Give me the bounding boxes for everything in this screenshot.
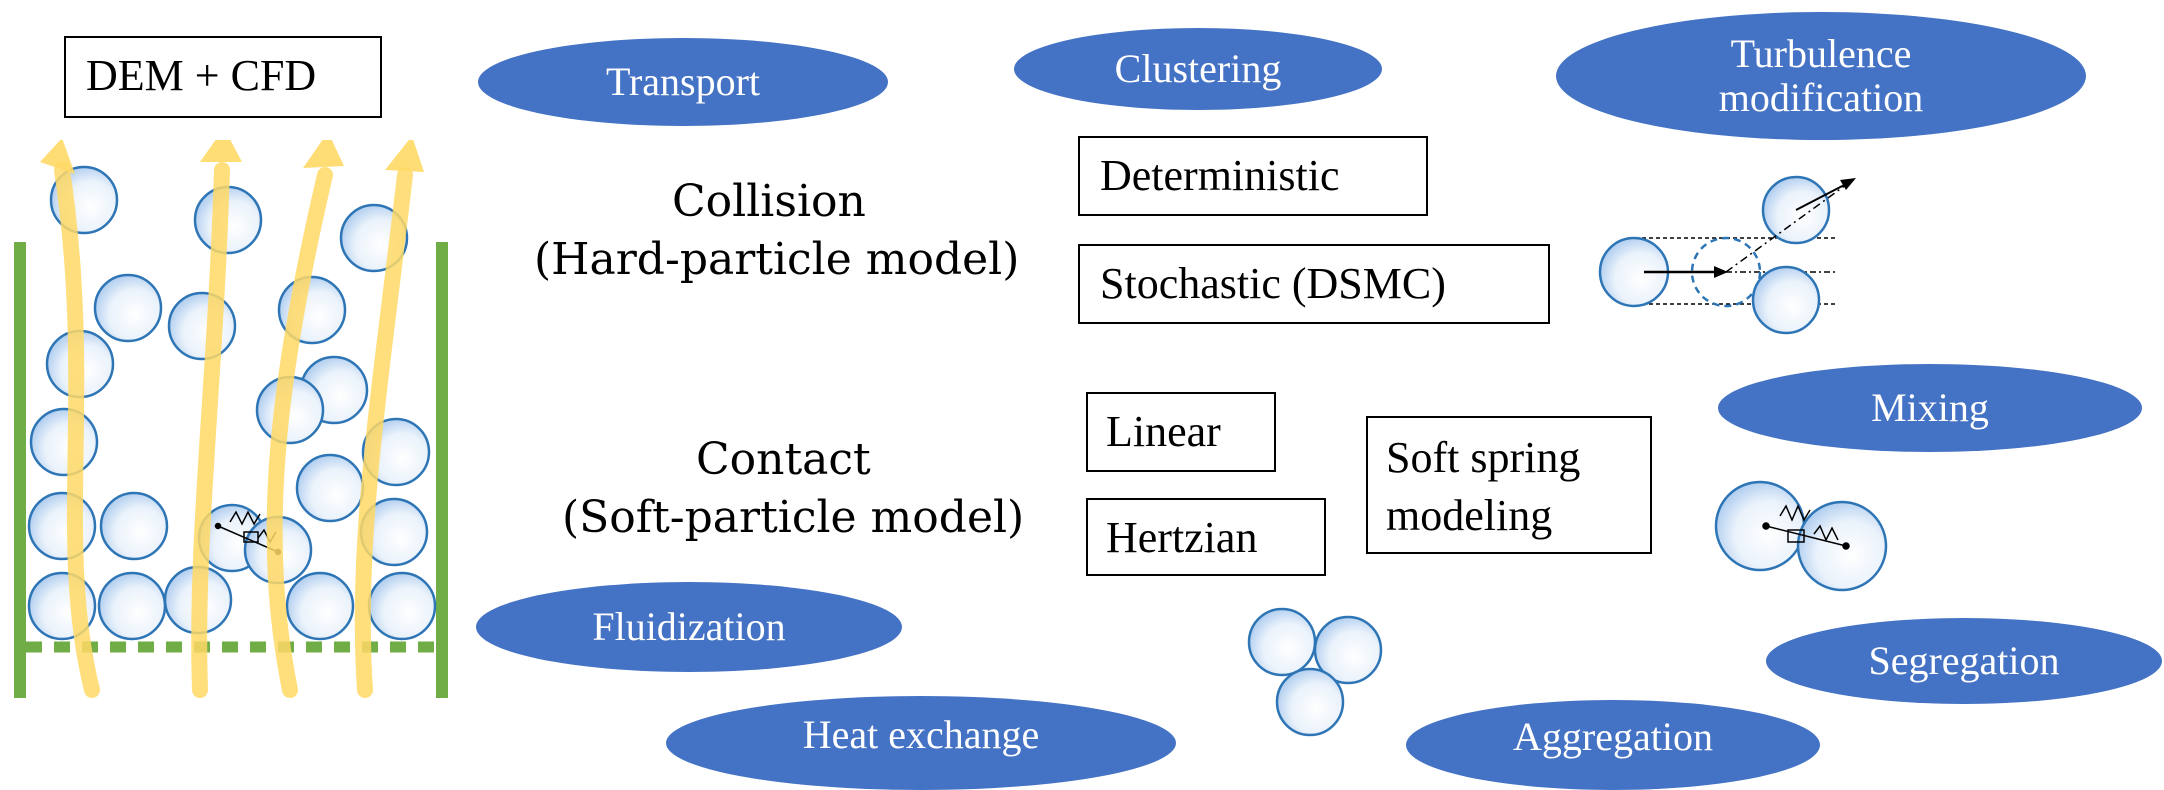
heat-exchange-label: Heat exchange [802, 712, 1040, 757]
segregation-label: Segregation [1868, 638, 2060, 683]
gas-flow-arrows [54, 162, 413, 698]
flow-arrow [54, 162, 100, 698]
aggregation-label: Aggregation [1513, 714, 1713, 759]
bed-particle [367, 571, 437, 641]
fluidization-label: Fluidization [592, 604, 786, 649]
collision-subtitle: (Hard-particle model) [534, 234, 1020, 285]
deterministic-label: Deterministic [1100, 151, 1340, 200]
aggregate-particle [1313, 615, 1383, 685]
collision-title: Collision [672, 176, 866, 227]
dem-cfd-label-box: DEM + CFD [64, 36, 382, 118]
clustering-label: Clustering [1114, 46, 1282, 91]
target-particle-lower [1751, 265, 1821, 335]
linear-label: Linear [1106, 407, 1221, 456]
flow-arrow [266, 167, 333, 698]
soft-spring-label-line2: modeling [1386, 491, 1553, 540]
hertzian-label: Hertzian [1106, 513, 1258, 562]
hertzian-box: Hertzian [1086, 498, 1326, 576]
flow-arrowheads [40, 140, 424, 174]
flow-arrowhead [200, 140, 242, 162]
spring-contact-schematic [1714, 480, 1888, 592]
heat-exchange-oval: Heat exchange [666, 696, 1176, 790]
flow-arrowhead [303, 140, 344, 168]
turbulence-label-line2: modification [1718, 75, 1924, 120]
flow-arrowhead [40, 140, 75, 174]
aggregate-cluster [1247, 607, 1383, 737]
flow-arrow [191, 162, 230, 698]
linear-box: Linear [1086, 392, 1276, 472]
collision-schematic [1598, 175, 1856, 335]
rebound-arrowhead [1840, 178, 1856, 190]
left-wall [14, 242, 26, 698]
transport-oval: Transport [478, 38, 888, 126]
stochastic-label: Stochastic (DSMC) [1100, 259, 1446, 308]
soft-spring-modeling-box: Soft spring modeling [1366, 416, 1652, 554]
turbulence-modification-oval: Turbulence modification [1556, 12, 2086, 140]
contact-subtitle: (Soft-particle model) [562, 492, 1025, 543]
turbulence-label-line1: Turbulence [1730, 31, 1912, 76]
fluidized-bed-illustration [14, 140, 448, 698]
collision-point-circle [1690, 236, 1762, 308]
bed-particle [99, 491, 169, 561]
spring-dashpot-icon [1762, 504, 1850, 550]
aggregation-oval: Aggregation [1406, 700, 1820, 790]
dem-cfd-label: DEM + CFD [86, 51, 317, 100]
velocity-arrowhead [1714, 266, 1728, 278]
deterministic-box: Deterministic [1078, 136, 1428, 216]
aggregate-particle [1275, 667, 1345, 737]
bed-particle [285, 571, 355, 641]
soft-spring-label-line1: Soft spring [1386, 433, 1581, 482]
stochastic-box: Stochastic (DSMC) [1078, 244, 1550, 324]
mixing-oval: Mixing [1718, 364, 2142, 452]
right-wall [436, 242, 448, 698]
flow-arrow [354, 167, 413, 698]
mixing-label: Mixing [1871, 385, 1989, 430]
clustering-oval: Clustering [1014, 28, 1382, 110]
bed-particle [27, 491, 97, 561]
flow-arrowhead [385, 140, 424, 172]
bed-particle [29, 407, 99, 477]
contact-particle-left [1714, 480, 1806, 572]
fluidization-oval: Fluidization [476, 582, 902, 672]
segregation-oval: Segregation [1766, 618, 2162, 704]
transport-label: Transport [605, 59, 761, 104]
contact-title: Contact [696, 434, 871, 485]
bed-particle [93, 273, 163, 343]
bed-particle [295, 453, 365, 523]
bed-particle [97, 571, 167, 641]
contact-particle-right [1796, 500, 1888, 592]
aggregate-particle [1247, 607, 1317, 677]
bed-particle [167, 291, 237, 361]
